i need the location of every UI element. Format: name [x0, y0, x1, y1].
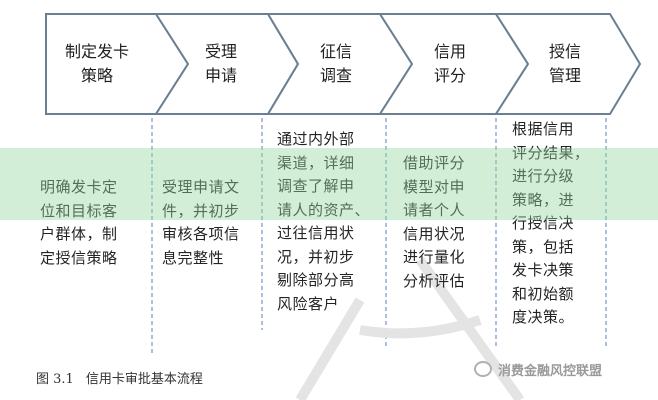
step-label-credit-scoring: 信用 评分 — [433, 42, 466, 85]
step-description-strategy: 明确发卡定 位和目标客 户群体，制 定授信策略 — [40, 178, 118, 267]
step-label-credit-management: 授信 管理 — [548, 42, 581, 85]
step-label-credit-investigation: 征信 调查 — [319, 42, 352, 85]
background-watermark-strokes — [295, 257, 525, 400]
step-description-credit-management: 根据信用 评分结果， 进行分级 策略，进 行授信决 策，包括 发卡决策 和初始额… — [512, 120, 590, 326]
wechat-icon — [474, 361, 492, 377]
step-description-credit-investigation: 通过内外部 渠道，详细 调查了解申 请人的资产、 过往信用状 况，并初步 剔除部… — [277, 130, 371, 313]
overlay-banner — [0, 148, 658, 220]
step-description-credit-scoring: 借助评分 模型对申 请者个人 信用状况 进行量化 分析评估 — [403, 154, 466, 290]
figure-title: 信用卡审批基本流程 — [85, 372, 203, 387]
step-description-application: 受理申请文 件，并初步 审核各项信 息完整性 — [162, 178, 240, 267]
figure-caption: 图 3.1 信用卡审批基本流程 — [36, 368, 215, 387]
step-label-strategy: 制定发卡 策略 — [64, 42, 129, 85]
watermark-text: 消费金融风控联盟 — [498, 363, 603, 379]
watermark: 消费金融风控联盟 — [474, 358, 650, 380]
step-label-application: 受理 申请 — [204, 42, 237, 85]
chevron-management — [494, 13, 642, 115]
figure-number: 图 3.1 — [36, 372, 74, 387]
